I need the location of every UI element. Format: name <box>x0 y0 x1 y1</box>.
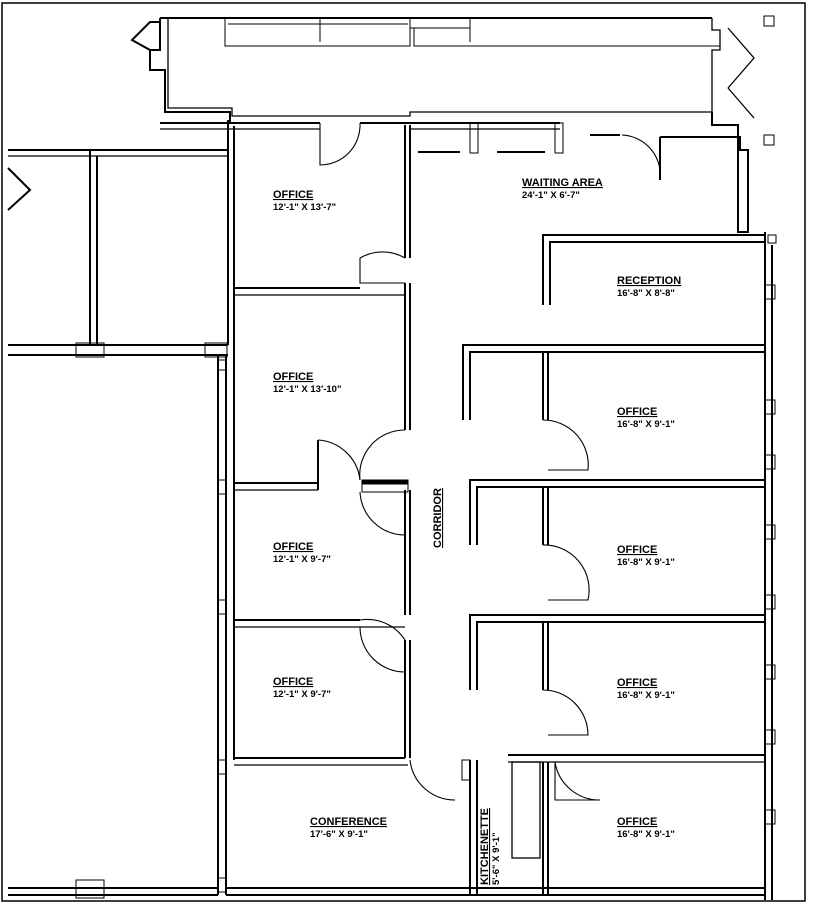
corridor-label: CORRIDOR <box>432 488 444 548</box>
room-dims-conference: 17'-6" X 9'-1" <box>310 829 368 840</box>
room-labels: OFFICE 12'-1" X 13'-7" WAITING AREA 24'-… <box>273 177 681 885</box>
door-swings <box>317 122 661 801</box>
room-name-office-5: OFFICE <box>617 544 657 556</box>
room-name-office-7: OFFICE <box>617 677 657 689</box>
room-dims-office-1: 12'-1" X 13'-7" <box>273 202 336 213</box>
room-dims-waiting-area: 24'-1" X 6'-7" <box>522 190 580 201</box>
room-name-office-4: OFFICE <box>273 541 313 553</box>
room-name-kitchenette: KITCHENETTE <box>479 808 491 885</box>
room-dims-kitchenette: 5'-6" X 9'-1" <box>491 832 502 885</box>
room-name-conference: CONFERENCE <box>310 816 387 828</box>
room-name-office-1: OFFICE <box>273 189 313 201</box>
room-name-office-8: OFFICE <box>617 816 657 828</box>
room-dims-office-2: 12'-1" X 13'-10" <box>273 384 341 395</box>
room-name-office-2: OFFICE <box>273 371 313 383</box>
room-name-office-3: OFFICE <box>617 406 657 418</box>
room-dims-office-7: 16'-8" X 9'-1" <box>617 690 675 701</box>
room-dims-reception: 16'-8" X 8'-8" <box>617 288 675 299</box>
room-dims-office-8: 16'-8" X 9'-1" <box>617 829 675 840</box>
room-name-reception: RECEPTION <box>617 275 681 287</box>
wall-lines <box>7 15 777 900</box>
room-name-waiting-area: WAITING AREA <box>522 177 603 189</box>
drawing-border <box>1 2 806 902</box>
room-dims-office-4: 12'-1" X 9'-7" <box>273 554 331 565</box>
room-name-office-6: OFFICE <box>273 676 313 688</box>
room-dims-office-5: 16'-8" X 9'-1" <box>617 557 675 568</box>
room-dims-office-3: 16'-8" X 9'-1" <box>617 419 675 430</box>
room-dims-office-6: 12'-1" X 9'-7" <box>273 689 331 700</box>
